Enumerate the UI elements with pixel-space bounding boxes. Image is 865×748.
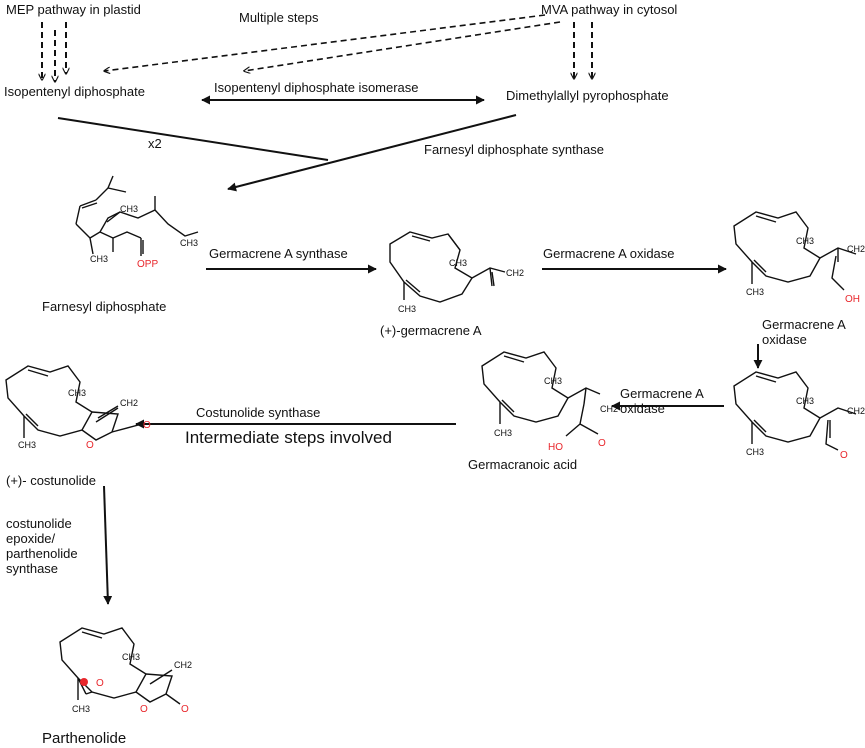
mva-pathway-label: MVA pathway in cytosol — [541, 2, 678, 17]
gald-ch3-b: CH3 — [746, 447, 764, 457]
fpp-ch3-a: CH3 — [120, 204, 138, 214]
mva-dashed-arrows — [104, 14, 592, 79]
isomerase-label: Isopentenyl diphosphate isomerase — [214, 80, 419, 95]
cost-ch2: CH2 — [120, 398, 138, 408]
costunolide-label: (+)- costunolide — [6, 473, 96, 488]
parth-ch3-b: CH3 — [72, 704, 90, 714]
gas-label: Germacrene A synthase — [209, 246, 348, 261]
epoxide-arrow — [103, 485, 113, 605]
fpp-synthase-label: Farnesyl diphosphate synthase — [424, 142, 604, 157]
parth-ch2: CH2 — [174, 660, 192, 670]
cost-ch3-b: CH3 — [18, 440, 36, 450]
dmapp-label: Dimethylallyl pyrophosphate — [506, 88, 669, 103]
reaction-arrows — [103, 264, 763, 605]
gald-o: O — [840, 450, 848, 461]
cost-o-carbonyl: O — [143, 420, 151, 431]
gald-ch2: CH2 — [847, 406, 865, 416]
gao2-line-2: oxidase — [762, 332, 807, 347]
gao3-label: Germacrene A oxidase — [620, 386, 704, 416]
parthenolide-label: Parthenolide — [42, 730, 127, 747]
germacrene-a-ch3b: CH3 — [398, 304, 416, 314]
gal-ch3-b: CH3 — [746, 287, 764, 297]
intermediate-steps-label: Intermediate steps involved — [185, 428, 392, 447]
fpp-ch3-c: CH3 — [90, 254, 108, 264]
gao1-label: Germacrene A oxidase — [543, 246, 675, 261]
gao3-line-1: Germacrene A — [620, 386, 704, 401]
parth-ch3-a: CH3 — [122, 652, 140, 662]
gac-o: O — [598, 438, 606, 449]
gac-ho: HO — [548, 442, 563, 453]
gao3-line-2: oxidase — [620, 401, 665, 416]
gac-ch3-a: CH3 — [544, 376, 562, 386]
multiplier-label: x2 — [148, 136, 162, 151]
multiple-steps-label: Multiple steps — [239, 10, 319, 25]
gac-ch3-b: CH3 — [494, 428, 512, 438]
germacrene-a-label: (+)-germacrene A — [380, 323, 482, 338]
ipp-label: Isopentenyl diphosphate — [4, 84, 145, 99]
gao2-line-1: Germacrene A — [762, 317, 846, 332]
germacrene-a-ch2: CH2 — [506, 268, 524, 278]
parth-o-epoxide: O — [96, 678, 104, 689]
parth-o-ring: O — [140, 704, 148, 715]
germacrene-alcohol-structure — [733, 211, 857, 291]
gac-ch2: CH2 — [600, 404, 618, 414]
eps-line-3: parthenolide — [6, 546, 78, 561]
parthenolide-epoxide-dot — [80, 678, 88, 686]
germacrene-ring-a — [389, 231, 506, 303]
epoxide-synthase-label: costunolide epoxide/ parthenolide syntha… — [6, 516, 78, 576]
cost-o-ring: O — [86, 440, 94, 451]
parthenolide-structure — [59, 627, 181, 705]
fpp-opp-label: OPP — [137, 259, 158, 270]
condensation-lines — [57, 114, 517, 192]
eps-line-2: epoxide/ — [6, 531, 56, 546]
mep-dashed-arrows — [42, 22, 66, 82]
gal-ch2: CH2 — [847, 244, 865, 254]
germacranoic-acid-label: Germacranoic acid — [468, 457, 578, 472]
germacranoic-acid-structure — [481, 351, 601, 437]
germacrene-aldehyde-structure — [733, 371, 857, 451]
mep-pathway-label: MEP pathway in plastid — [6, 2, 141, 17]
parth-o-carbonyl: O — [181, 704, 189, 715]
farnesyl-diphosphate-structure — [75, 175, 199, 256]
gao2-label: Germacrene A oxidase — [762, 317, 846, 347]
gal-ch3-a: CH3 — [796, 236, 814, 246]
eps-line-1: costunolide — [6, 516, 72, 531]
fpp-label: Farnesyl diphosphate — [42, 299, 167, 314]
costunolide-structure — [5, 365, 143, 441]
cost-ch3-a: CH3 — [68, 388, 86, 398]
costunolide-synthase-label: Costunolide synthase — [196, 405, 321, 420]
fpp-ch3-b: CH3 — [180, 238, 198, 248]
germacrene-a-ch3: CH3 — [449, 258, 467, 268]
eps-line-4: synthase — [6, 561, 59, 576]
gal-oh: OH — [845, 294, 860, 305]
gald-ch3-a: CH3 — [796, 396, 814, 406]
